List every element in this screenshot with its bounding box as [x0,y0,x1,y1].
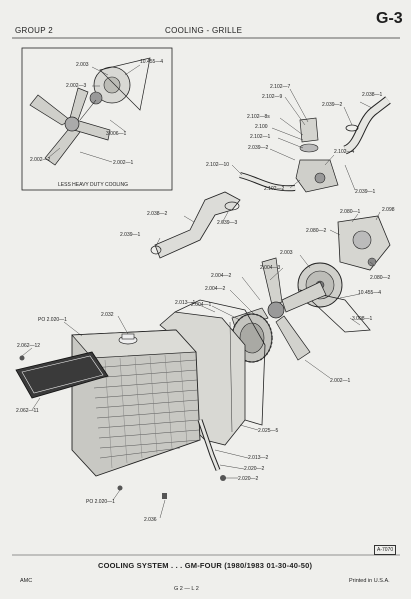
reference-code: A-7070 [374,545,397,555]
drive-belt [298,289,371,333]
part-label: 2.004—2 [205,286,226,292]
part-label: 2.062—12 [17,343,41,349]
lower-radiator-hose [197,419,221,471]
part-label: 2.013—1 [175,300,196,306]
water-pump [337,215,391,271]
clamp [220,475,226,481]
part-label: 2.102—1 [250,134,271,140]
part-label: PO 2.020—1 [86,499,115,505]
part-label: 2.080—2 [306,228,327,234]
page-caption: COOLING SYSTEM . . . GM-FOUR (1980/1983 … [98,561,313,570]
part-label: 2.020—2 [244,466,265,472]
part-label: 2.039—2 [248,145,269,151]
clip [162,493,167,499]
part-label: 2.102—9 [262,94,283,100]
part-label: PO 2.020—1 [38,317,67,323]
part-label: 2.039—2 [322,102,343,108]
part-label: 2.102—7 [270,84,291,90]
inset-label-3006-1: 3.006—1 [106,131,127,137]
thermostat-housing [295,117,339,193]
part-label: 2.039—1 [120,232,141,238]
inset-diagram [21,47,173,191]
bypass-hose [239,172,296,192]
part-label: 2.102—8s [247,114,270,120]
part-label: 3.008—1 [352,316,373,322]
part-label: 2.004—1 [191,302,212,308]
part-label: 2.038—1 [362,92,383,98]
part-label: 2.003 [280,250,293,256]
part-label: 2.098 [382,207,395,213]
part-label: 2.004—2 [211,273,232,279]
part-label: 2.100 [255,124,268,130]
heater-hose [150,191,241,259]
baffle-seal [15,351,109,399]
inset-label-2002-3: 2.002—3 [66,83,87,89]
part-label: 2.102—4 [334,149,355,155]
part-label: 2.032 [101,312,114,318]
part-label: 2.002—1 [330,378,351,384]
part-label: 2.080—2 [370,275,391,281]
part-label: 2.004—3 [260,265,281,271]
part-label: 2.102—2 [264,186,285,192]
part-label: 2.038—2 [147,211,168,217]
part-label: 2.013—2 [248,455,269,461]
drain-cock [117,485,123,491]
part-label: 2.080—1 [340,209,361,215]
inset-caption: LESS HEAVY DUTY COOLING [58,182,129,188]
upper-radiator-hose [342,96,391,155]
part-label: 2.039—3 [217,220,238,226]
footer-left: AMC [20,578,33,584]
inset-label-10455-4: 10.455—4 [140,59,164,65]
part-label: 2.020—2 [238,476,259,482]
part-label: 10.455—4 [358,290,382,296]
inset-label-2002-1: 2.002—1 [113,160,134,166]
screw [19,355,25,361]
footer-center: G 2 — L 2 [174,586,199,592]
inset-label-2003: 2.003 [76,62,89,68]
part-label: 2.036 [144,517,157,523]
part-label: 2.102—10 [206,162,230,168]
part-label: 2.039—1 [355,189,376,195]
part-label: 2.025—5 [258,428,279,434]
radiator [71,329,201,477]
section-title: COOLING - GRILLE [165,26,243,35]
group-label: GROUP 2 [15,26,53,35]
part-label: 2.062—11 [16,408,39,414]
page-number: G-3 [376,10,403,27]
footer-right: Printed in U.S.A. [349,578,390,584]
inset-label-2002-2: 2.002—2 [30,157,51,163]
